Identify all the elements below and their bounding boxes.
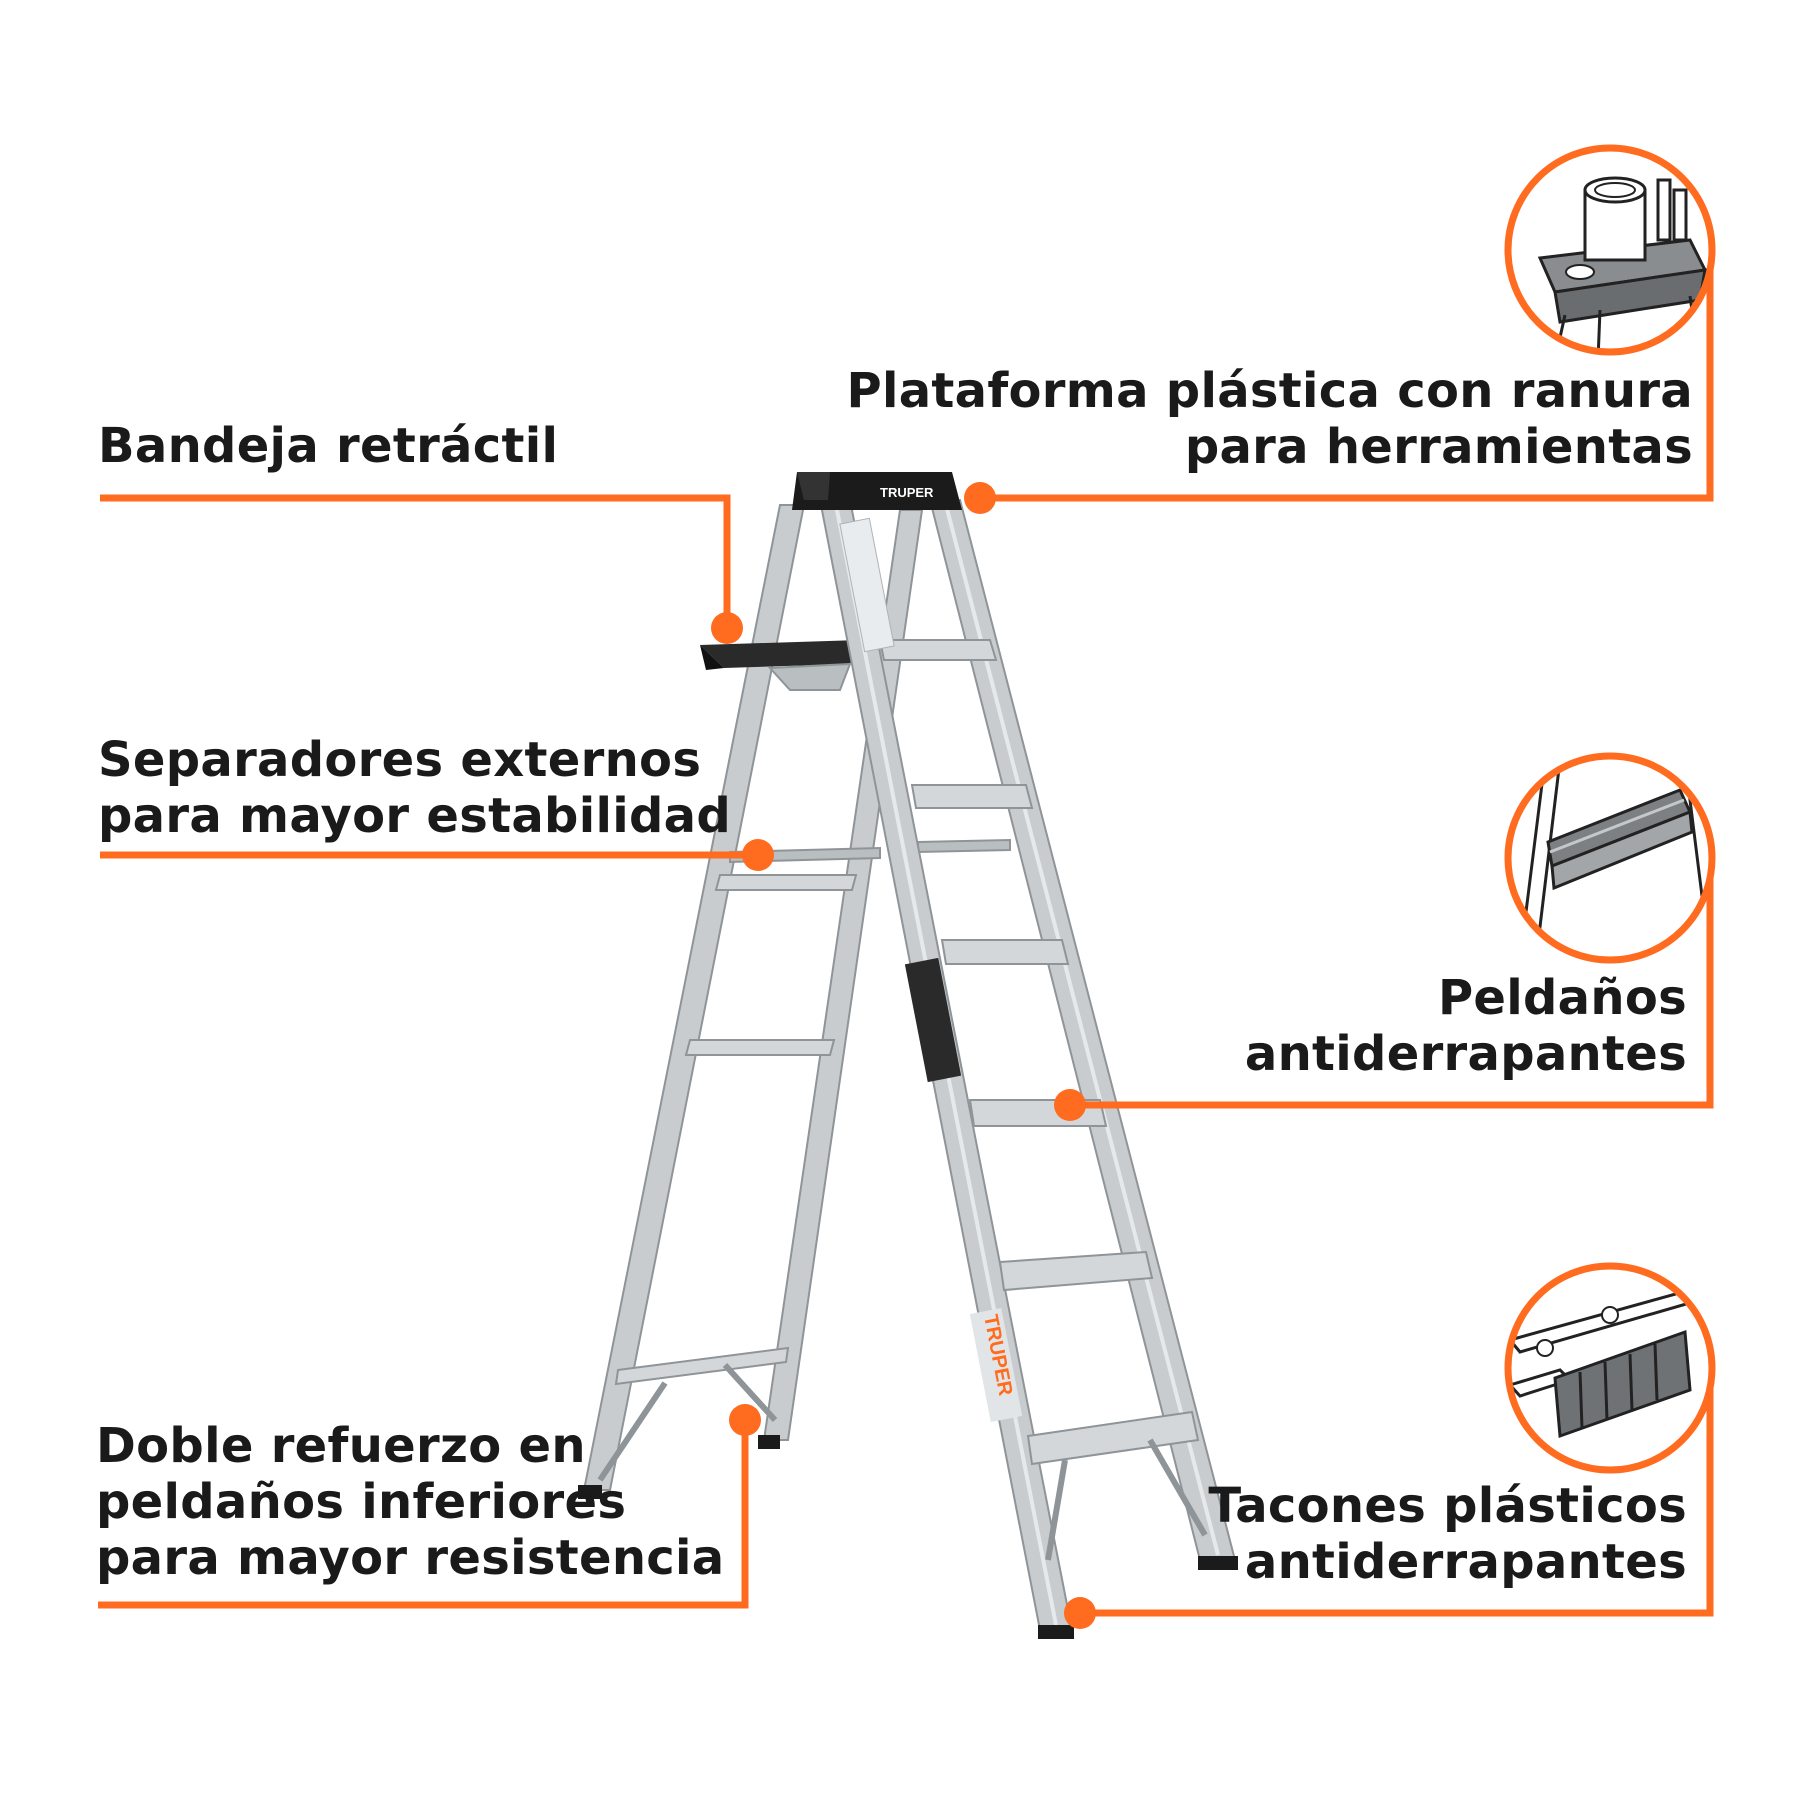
bandeja-leader (100, 494, 731, 628)
step-tread-icon (1504, 752, 1716, 964)
doble-label: Doble refuerzo en peldaños inferiores pa… (96, 1418, 725, 1586)
tool-tray-icon (1504, 144, 1716, 356)
peldanos-line-2: antiderrapantes (1244, 1026, 1687, 1082)
plataforma-leader (980, 252, 1714, 502)
doble-line-3: para mayor resistencia (96, 1530, 725, 1586)
separadores-label: Separadores externos para mayor estabili… (98, 732, 731, 844)
doble-line-2: peldaños inferiores (96, 1474, 627, 1530)
callout-dots (711, 482, 1096, 1629)
tacones-line-1: Tacones plásticos (1208, 1478, 1687, 1534)
plataforma-dot (964, 482, 996, 514)
tacones-label: Tacones plásticos antiderrapantes (1208, 1478, 1687, 1590)
plataforma-line-1: Plataforma plástica con ranura (846, 363, 1693, 419)
separadores-dot (742, 839, 774, 871)
peldanos-leader (1070, 860, 1714, 1109)
bandeja-line-1: Bandeja retráctil (98, 418, 559, 474)
tacones-dot (1064, 1597, 1096, 1629)
doble-dot (729, 1404, 761, 1436)
tacones-leader (1080, 1370, 1714, 1617)
doble-leader (98, 1420, 749, 1609)
callout-lines (98, 252, 1714, 1617)
platform-brand-label: TRUPER (880, 485, 934, 500)
bandeja-dot (711, 612, 743, 644)
doble-line-1: Doble refuerzo en (96, 1418, 586, 1474)
separadores-line-1: Separadores externos (98, 732, 702, 788)
ladder-icon: TRUPER TRUPER (578, 472, 1238, 1639)
tacones-line-2: antiderrapantes (1244, 1534, 1687, 1590)
rubber-foot-icon (1504, 1262, 1716, 1474)
peldanos-label: Peldaños antiderrapantes (1245, 970, 1687, 1082)
plataforma-line-2: para herramientas (1184, 419, 1693, 475)
bandeja-label: Bandeja retráctil (98, 418, 558, 474)
peldanos-line-1: Peldaños (1437, 970, 1687, 1026)
plataforma-label: Plataforma plástica con ranura para herr… (846, 363, 1693, 475)
peldanos-dot (1054, 1089, 1086, 1121)
separadores-line-2: para mayor estabilidad (98, 788, 731, 844)
